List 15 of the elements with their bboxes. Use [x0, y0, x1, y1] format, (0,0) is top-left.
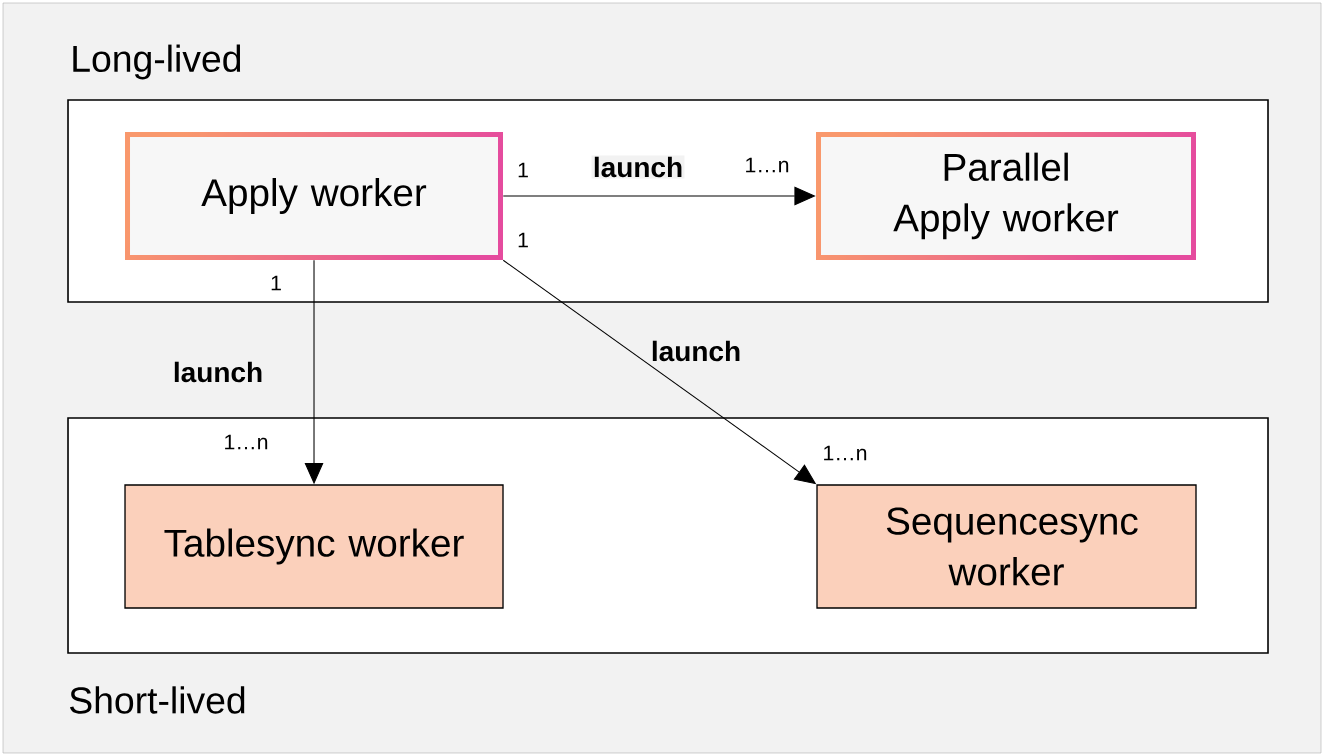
edge-label: launch — [171, 360, 265, 384]
node-label: Short-lived — [69, 686, 245, 714]
edge-label: launch — [649, 339, 743, 363]
worker-box: Apply worker — [130, 137, 498, 255]
multiplicity-label: 1…n — [746, 157, 789, 173]
multiplicity-label: 1 — [518, 232, 528, 248]
worker-box: Sequencesync worker — [816, 484, 1197, 609]
worker-box: Parallel Apply worker — [821, 137, 1191, 255]
edge-label: launch — [591, 155, 685, 179]
node-label: Long-lived — [73, 44, 241, 80]
multiplicity-label: 1 — [518, 162, 528, 178]
multiplicity-label: 1…n — [225, 434, 268, 450]
multiplicity-label: 1 — [271, 275, 281, 291]
worker-box: Tablesync worker — [124, 484, 504, 609]
multiplicity-label: 1…n — [824, 445, 867, 461]
